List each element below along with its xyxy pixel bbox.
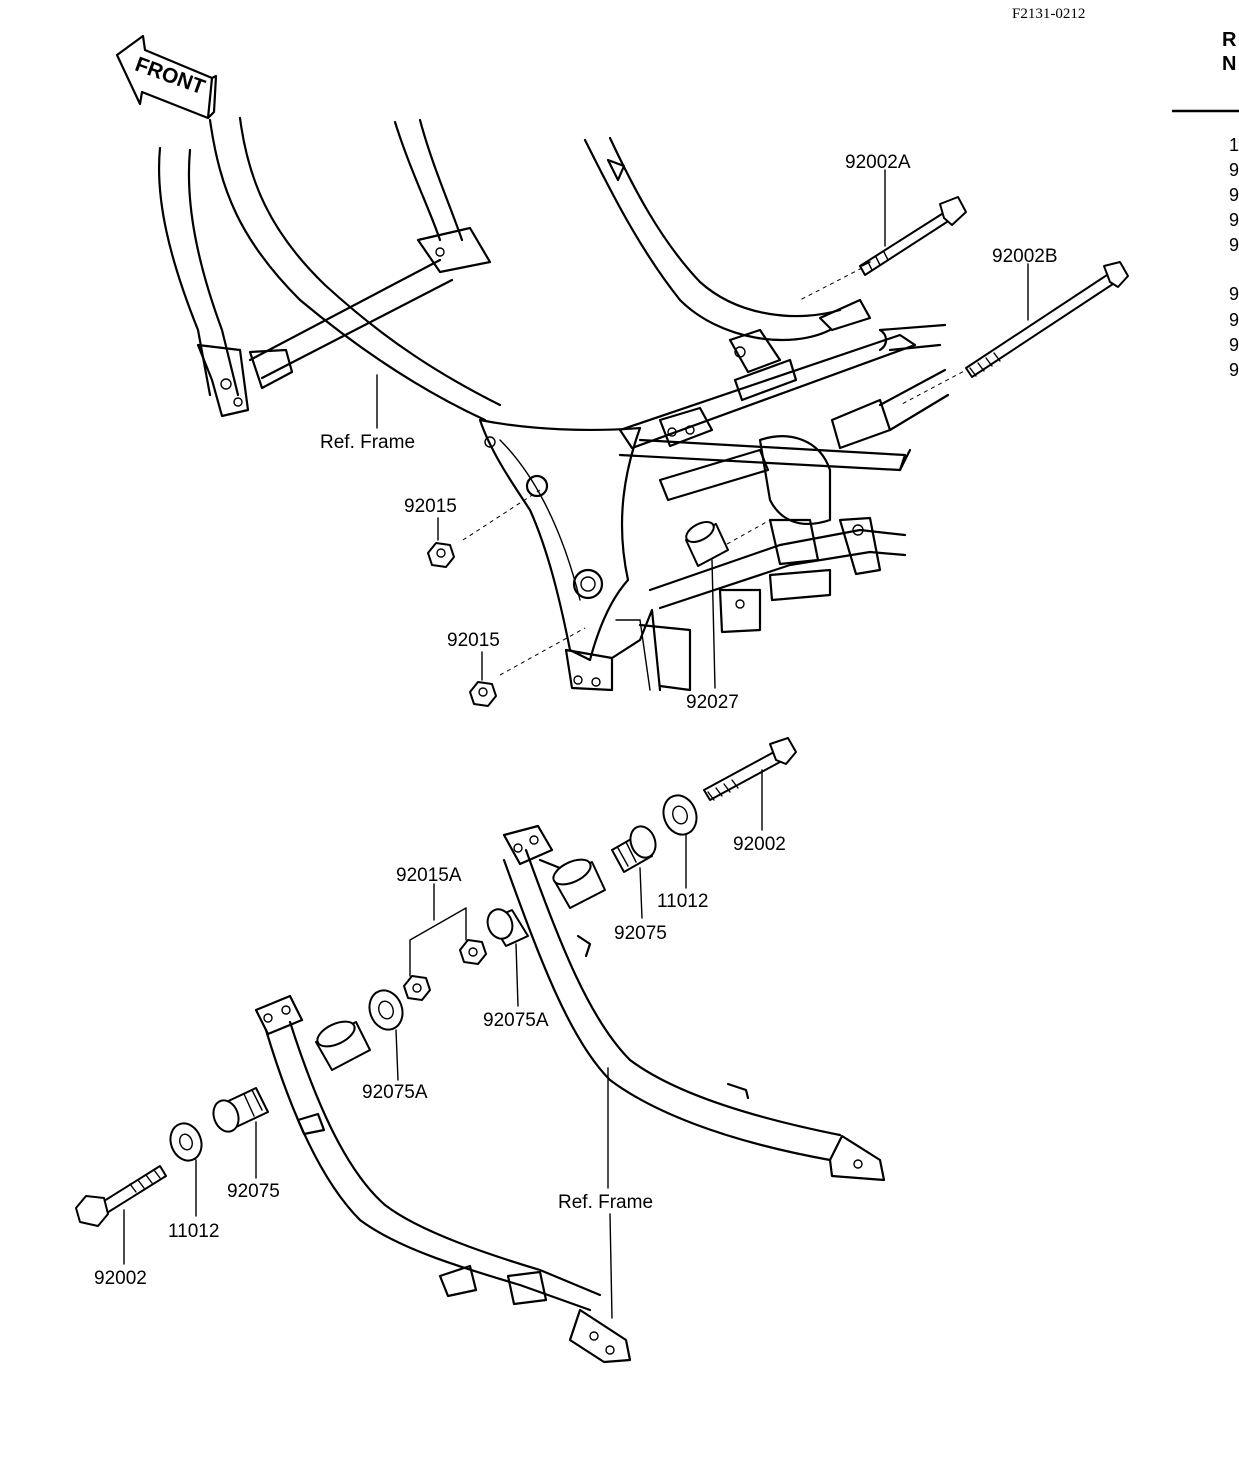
side-list-item-7: 9: [1229, 310, 1239, 330]
callout-92075A-right: 92075A: [483, 1010, 549, 1031]
bushing-92075A-left: [368, 989, 404, 1031]
side-list-item-6: 9: [1229, 284, 1239, 304]
callout-92015A: 92015A: [396, 865, 462, 886]
washer-11012-left: [169, 1122, 203, 1162]
callout-92015-lower: 92015: [447, 630, 500, 651]
side-list-item-1: 1: [1229, 135, 1239, 155]
callout-92002B: 92002B: [992, 246, 1058, 267]
side-list-item-2: 9: [1229, 160, 1239, 180]
side-list-item-5: 9: [1229, 235, 1239, 255]
washer-11012-right: [662, 794, 698, 836]
bolt-92002-right: [703, 737, 797, 801]
side-list-item-8: 9: [1229, 335, 1239, 355]
side-heading-line-2: N: [1222, 53, 1236, 75]
callout-92075-left: 92075: [227, 1181, 280, 1202]
callout-92002A: 92002A: [845, 152, 911, 173]
bushing-92075-left: [212, 1087, 269, 1133]
front-arrow: FRONT: [115, 34, 218, 120]
side-list-item-3: 9: [1229, 185, 1239, 205]
callout-92075A-left: 92075A: [362, 1082, 428, 1103]
upper-frame-illustration: [157, 116, 971, 692]
bolt-92002-left: [75, 1165, 167, 1227]
side-reference-panel: R N 1 9 9 9 9 9 9 9 9: [1172, 29, 1239, 380]
callout-11012-left: 11012: [168, 1221, 219, 1242]
callout-92027: 92027: [686, 692, 739, 713]
nut-92015A-left: [403, 975, 431, 1001]
nut-92015-lower: [469, 681, 497, 707]
nut-92015A-right: [459, 939, 487, 965]
callout-labels: 92002A 92002B Ref. Frame 92015 92015 920…: [94, 152, 1058, 1289]
callout-ref-frame-lower: Ref. Frame: [558, 1192, 653, 1213]
bolt-92002B: [965, 261, 1129, 378]
bolt-92002A: [859, 196, 967, 276]
callout-92002-right: 92002: [733, 834, 786, 855]
callout-92002-left: 92002: [94, 1268, 147, 1289]
side-list-item-9: 9: [1229, 360, 1239, 380]
callout-ref-frame-upper: Ref. Frame: [320, 432, 415, 453]
callout-11012-right: 11012: [657, 891, 708, 912]
bushing-92075A-right: [486, 908, 529, 947]
callout-92015-upper: 92015: [404, 496, 457, 517]
drawing-code: F2131-0212: [1012, 6, 1085, 22]
side-heading-line-1: R: [1222, 29, 1237, 51]
lower-leader-lines: [123, 769, 763, 1319]
side-list-item-4: 9: [1229, 210, 1239, 230]
collar-92027: [685, 521, 729, 567]
bushing-92075-right: [611, 825, 657, 873]
nut-92015-upper: [427, 542, 455, 568]
lower-frame-illustration: [254, 824, 886, 1364]
upper-leader-lines: [376, 169, 1029, 689]
callout-92075-right: 92075: [614, 923, 667, 944]
